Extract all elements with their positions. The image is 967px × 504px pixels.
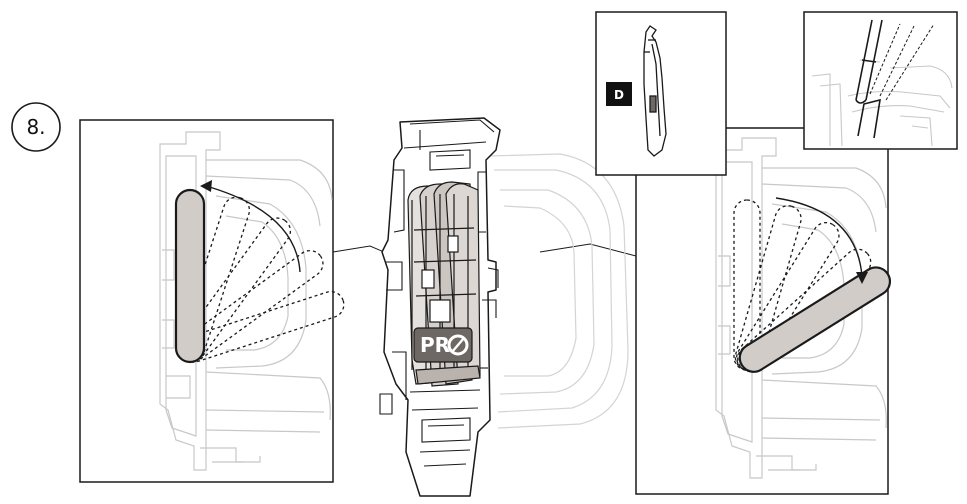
right-detail-panel (635, 127, 892, 495)
left-arrow-head (200, 180, 212, 192)
brand-logo: PR (413, 327, 473, 363)
center-assembly: PR (379, 117, 629, 497)
inset-engage-ghost (811, 59, 953, 147)
right-lever-open (738, 266, 892, 373)
brand-logo-text: PR (420, 333, 450, 357)
connector-left (332, 245, 385, 253)
right-arrow-head (856, 272, 868, 284)
inset-detail-engage (803, 11, 958, 150)
step-circle (11, 102, 61, 152)
inset-d-tag (606, 82, 632, 106)
right-rotation-arrow (775, 197, 863, 277)
inset-engage-tool (855, 19, 883, 139)
inset-engage-dashed (869, 23, 935, 101)
left-lever-rotation-path (178, 196, 345, 363)
left-detail-panel (79, 119, 345, 483)
left-lever-closed (174, 188, 206, 364)
connector-right (539, 243, 637, 257)
inset-d-tag-letter: D (614, 88, 624, 102)
inset-engage-frame (803, 11, 958, 150)
step-number: 8. (26, 115, 45, 139)
brand-logo-o (447, 334, 469, 356)
right-ghost-housing (715, 137, 887, 479)
center-ghost-housing (489, 153, 629, 429)
left-rotation-arrow (205, 185, 301, 273)
inset-detail-d: D (595, 11, 727, 176)
right-lever-rotation-path (733, 199, 872, 373)
inset-d-tool (643, 25, 667, 157)
step-badge: 8. (11, 102, 61, 152)
left-ghost-housing (159, 131, 333, 471)
